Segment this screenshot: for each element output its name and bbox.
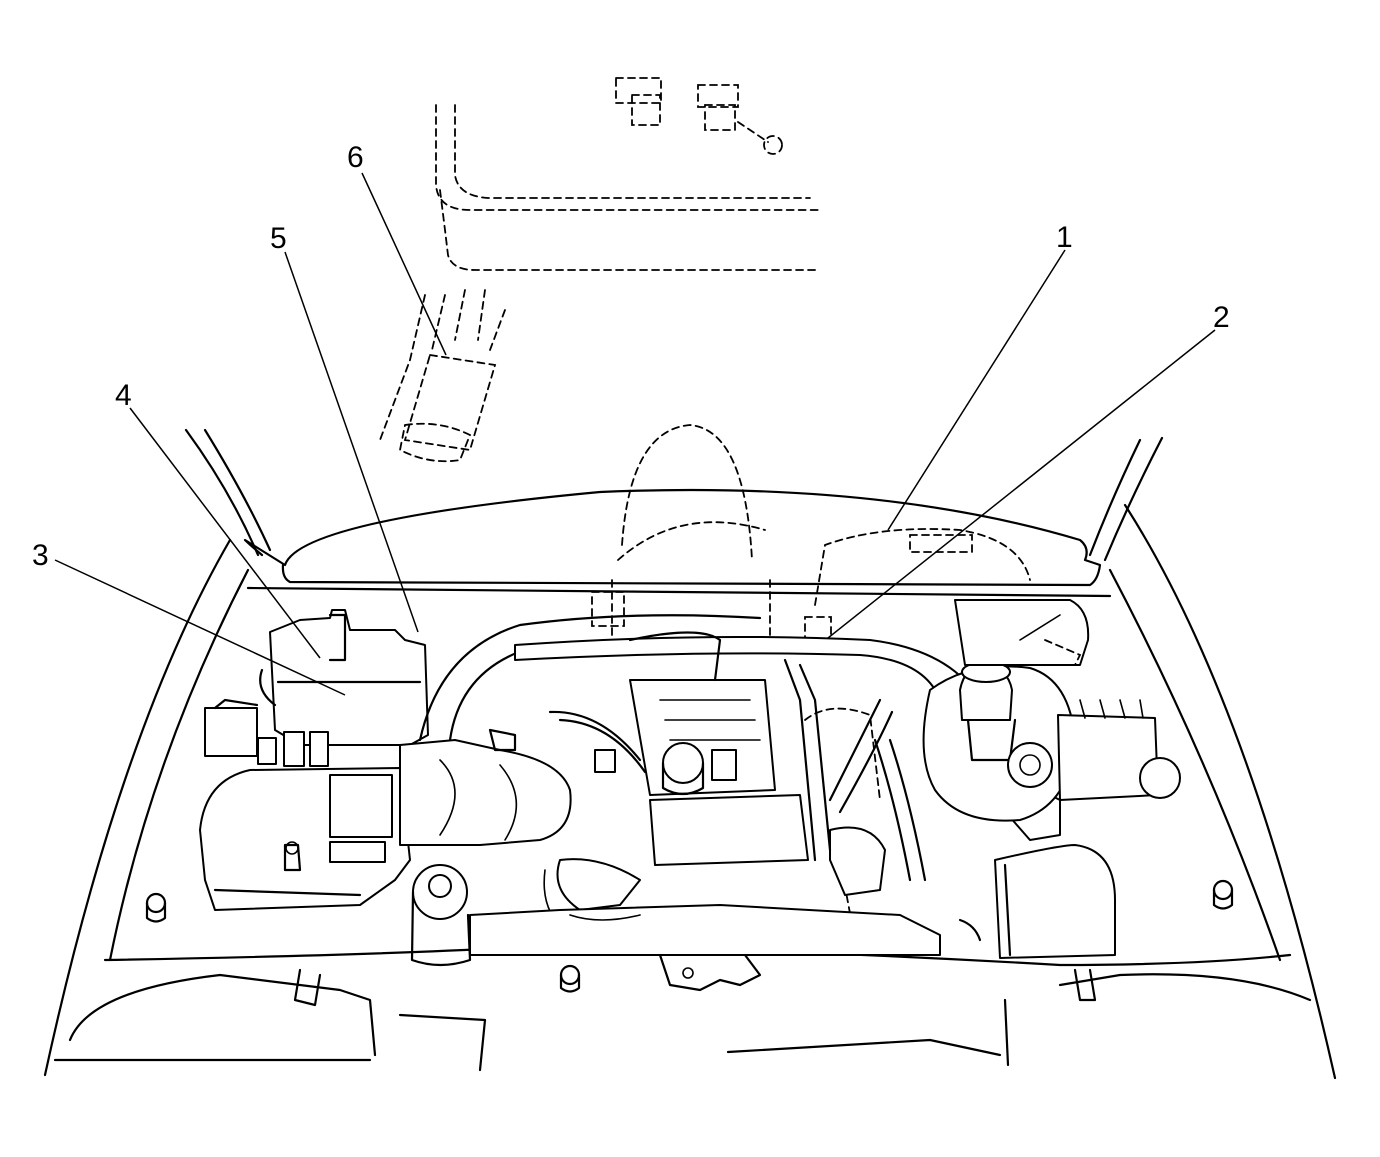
engine [410, 614, 1061, 992]
callout-4: 4 [115, 379, 132, 412]
callout-3: 3 [32, 539, 49, 572]
leader-line-4 [129, 407, 321, 659]
leader-line-1 [887, 249, 1066, 531]
leader-line-5 [284, 251, 419, 633]
callout-2: 2 [1213, 301, 1230, 334]
callout-5: 5 [270, 222, 287, 255]
leader-line-3 [54, 559, 346, 696]
right-components [783, 599, 1181, 959]
callout-labels: 1 2 3 4 5 6 [32, 141, 1230, 572]
vehicle-body [43, 428, 1337, 1080]
callout-6: 6 [347, 141, 364, 174]
callout-1: 1 [1056, 221, 1073, 254]
leader-lines [54, 172, 1216, 696]
leader-line-6 [361, 172, 447, 356]
leader-line-2 [827, 329, 1216, 639]
